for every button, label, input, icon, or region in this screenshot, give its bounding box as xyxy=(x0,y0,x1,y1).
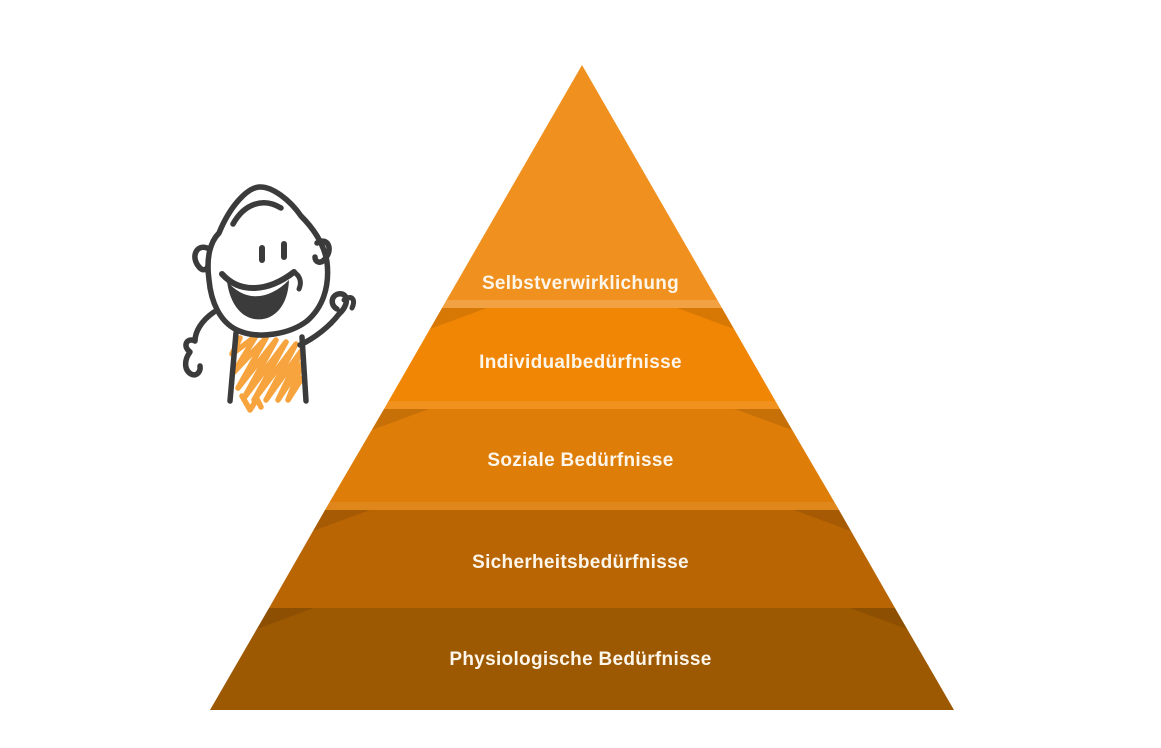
pyramid-level-5 xyxy=(210,608,954,710)
level-3-bevel-highlight xyxy=(325,502,839,510)
doodle-person xyxy=(182,184,357,413)
thumb-right xyxy=(341,295,357,311)
torso-tuft xyxy=(239,393,264,413)
pyramid-level-4 xyxy=(269,510,895,608)
torso-scribble xyxy=(229,333,306,413)
bevel-shadows xyxy=(257,308,907,629)
mouth-cavity xyxy=(227,280,289,320)
ear-left xyxy=(192,244,211,273)
mouth-upper-lip xyxy=(219,269,297,291)
level-1-bevel-highlight xyxy=(442,300,722,308)
ear-right xyxy=(312,238,332,265)
pyramid-level-1 xyxy=(442,65,722,308)
pyramid xyxy=(210,65,954,710)
hand-right xyxy=(329,291,350,317)
hair-swoosh-icon xyxy=(230,200,284,227)
level-2-bevel-highlight xyxy=(384,401,780,409)
pyramid-level-3 xyxy=(325,409,839,510)
torso-outline-left xyxy=(227,330,239,404)
arm-left xyxy=(182,309,217,378)
pyramid-level-2 xyxy=(384,308,780,409)
arm-right xyxy=(297,311,342,348)
torso-outline-right xyxy=(299,334,309,404)
smile-corner xyxy=(291,269,303,292)
